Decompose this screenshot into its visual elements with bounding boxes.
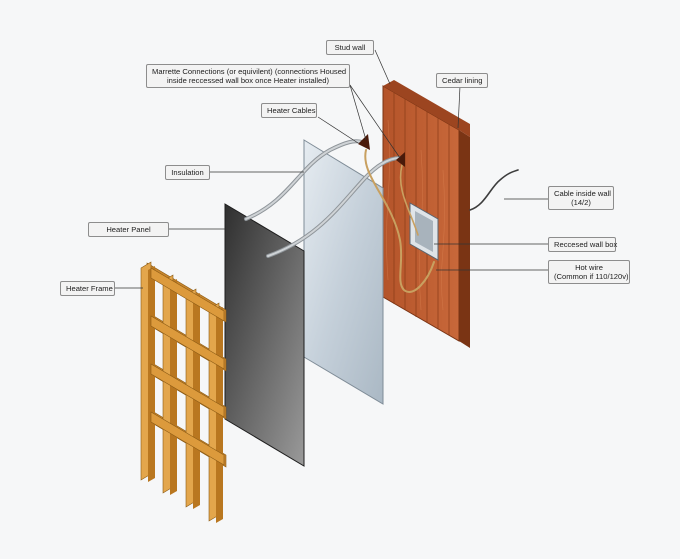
label-insulation-text: Insulation <box>171 168 204 177</box>
insulation-panel <box>303 139 384 405</box>
leader-lines <box>115 49 548 289</box>
label-heater-frame: Heater Frame <box>60 281 115 296</box>
label-cedar-lining-text: Cedar lining <box>442 76 483 85</box>
label-marrette-connections: Marrette Connections (or equivilent) (co… <box>146 64 350 88</box>
label-hot-wire: Hot wire (Common if 110/120v) <box>548 260 630 284</box>
label-recessed-wall-box: Reccesed wall box <box>548 237 618 252</box>
heater-cables <box>244 134 519 293</box>
label-marrette-line2: inside reccessed wall box once Heater in… <box>166 76 330 85</box>
label-heater-cables-text: Heater Cables <box>267 106 316 115</box>
label-heater-cables: Heater Cables <box>261 103 317 118</box>
label-stud-wall-text: Stud wall <box>334 43 366 52</box>
label-hot-wire-line2: (Common if 110/120v) <box>554 272 629 281</box>
recessed-wall-box <box>409 202 439 261</box>
label-insulation: Insulation <box>165 165 210 180</box>
cedar-lining-wall <box>382 80 470 348</box>
heater-frame <box>140 261 227 523</box>
label-heater-frame-text: Heater Frame <box>66 284 113 293</box>
label-recessed-wall-box-text: Reccesed wall box <box>554 240 618 249</box>
label-heater-panel-text: Heater Panel <box>106 225 151 234</box>
label-cable-inside-wall-line1: Cable inside wall <box>554 189 611 198</box>
label-cable-inside-wall-line2: (14/2) <box>571 198 591 207</box>
label-hot-wire-line1: Hot wire <box>575 263 603 272</box>
label-cable-inside-wall: Cable inside wall (14/2) <box>548 186 614 210</box>
label-marrette-line1: Marrette Connections (or equivilent) (co… <box>152 67 347 76</box>
heater-panel <box>224 203 305 467</box>
label-cedar-lining: Cedar lining <box>436 73 488 88</box>
label-heater-panel: Heater Panel <box>88 222 169 237</box>
label-stud-wall: Stud wall <box>326 40 374 55</box>
